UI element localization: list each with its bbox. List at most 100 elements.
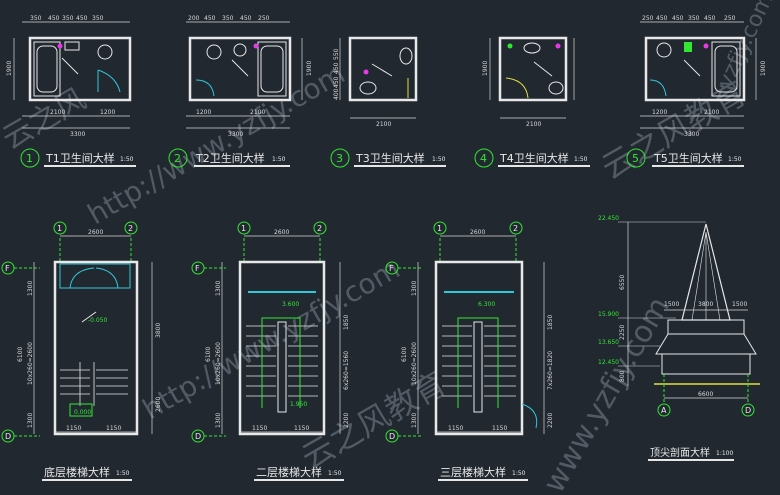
bathtub xyxy=(711,41,741,97)
top-dim-5: 450 xyxy=(704,15,716,22)
width-dim: 2600 xyxy=(470,229,485,236)
bathroom-walls xyxy=(348,36,418,102)
title-text: 二层楼梯大样 xyxy=(256,465,322,479)
axis-2-label: 2 xyxy=(317,224,322,233)
left-dim-1: 1300 xyxy=(215,281,222,296)
title-t1: 1 T1卫生间大样 1:50 xyxy=(20,148,136,168)
handrail xyxy=(473,321,483,413)
bathroom-walls xyxy=(28,36,132,102)
title-t4: 4 T4卫生间大样 1:50 xyxy=(474,148,590,168)
title-t2: 2 T2卫生间大样 1:50 xyxy=(168,148,290,168)
stair-walls xyxy=(53,260,139,436)
title-scale: 1:100 xyxy=(716,450,733,457)
right-dim-2: 6x260=1560 xyxy=(343,351,350,390)
toilet xyxy=(97,44,113,60)
watermark-url-a: http://www.yzfjy.com xyxy=(82,57,351,231)
title-text: T2卫生间大样 xyxy=(195,151,265,165)
left-dim-3: 1300 xyxy=(27,413,34,428)
number: 4 xyxy=(480,152,487,165)
height-dim: 6100 xyxy=(17,347,24,362)
left-dim-1: 1300 xyxy=(27,281,34,296)
axis-f-bubble xyxy=(385,261,399,275)
axis-1-bubble xyxy=(433,221,447,235)
slope-arrow xyxy=(371,63,393,77)
axis-a-bubble xyxy=(657,403,671,417)
top-dim-1: 200 xyxy=(188,15,200,22)
bathroom-walls xyxy=(188,36,292,102)
title-scale: 1:50 xyxy=(120,156,134,163)
level-3: 13.650 xyxy=(598,339,619,346)
stair-ground-labels: 1 2 F D 2600 6100 1300 10x260=2600 1300 … xyxy=(1,221,162,481)
spire-inner xyxy=(691,231,721,321)
bottom-dim-2: 1200 xyxy=(100,109,115,116)
pink-marker xyxy=(253,43,259,49)
toilet xyxy=(206,44,222,60)
height-3: 800 xyxy=(619,370,626,382)
door-swing xyxy=(195,79,215,97)
left-dim-2: 10x260=2600 xyxy=(27,342,34,385)
total-dim: 2100 xyxy=(376,121,391,128)
height-1: 6550 xyxy=(619,275,626,290)
bathtub-inner xyxy=(714,45,738,93)
total-dim: 3300 xyxy=(228,131,243,138)
axis-f-bubble xyxy=(191,261,205,275)
top-dim-1: 1500 xyxy=(664,301,679,308)
side-dim: 1900 xyxy=(6,61,13,76)
top-dim-3: 1500 xyxy=(732,301,747,308)
title-t3: 3 T3卫生间大样 1:50 xyxy=(330,148,446,168)
axis-d-bubble xyxy=(1,429,15,443)
axis-1-bubble xyxy=(53,221,67,235)
slope-arrow xyxy=(81,311,97,323)
bottom-level: 1.950 xyxy=(290,401,307,408)
title-t5: 5 T5卫生间大样 1:50 xyxy=(626,148,744,168)
bottom-level: 0.000 xyxy=(74,409,91,416)
pink-marker xyxy=(57,43,63,49)
title-scale: 1:50 xyxy=(574,156,588,163)
wall-section xyxy=(661,353,751,375)
top-dim-1: 350 xyxy=(30,15,42,22)
height-dim: 6100 xyxy=(401,347,408,362)
axis-d-label: D xyxy=(389,432,395,441)
right-dim-3: 2200 xyxy=(547,413,554,428)
right-dim-1: 1850 xyxy=(547,315,554,330)
number: 3 xyxy=(336,152,343,165)
left-dim-4: 400 xyxy=(333,88,340,100)
toilet xyxy=(656,42,672,58)
bathtub xyxy=(257,41,287,97)
floor-level: -0.050 xyxy=(88,317,108,324)
bathroom-titles: 1 T1卫生间大样 1:50 2 T2卫生间大样 1:50 3 T3卫生间大样 … xyxy=(20,148,744,168)
axis-1-label: 1 xyxy=(437,224,442,233)
toilet xyxy=(548,81,564,95)
title-scale: 1:50 xyxy=(328,470,342,477)
bathroom-t1-plan xyxy=(13,21,132,129)
top-dim-5: 350 xyxy=(92,15,104,22)
bathroom-walls xyxy=(498,36,568,102)
left-dim-2: 10x260=2600 xyxy=(411,342,418,385)
stair-treads xyxy=(246,325,318,397)
pink-marker xyxy=(555,43,561,49)
axis-2-label: 2 xyxy=(128,224,133,233)
landing-box xyxy=(69,403,93,417)
top-dim-2: 450 xyxy=(48,15,60,22)
right-dim-2: 7x260=1820 xyxy=(547,351,554,390)
number-circle xyxy=(626,148,646,168)
axis-f-label: F xyxy=(389,264,394,273)
stair-walls xyxy=(434,260,524,436)
top-dim-3: 450 xyxy=(672,15,684,22)
bottom-dim-2: 2100 xyxy=(250,109,265,116)
spire-base xyxy=(667,319,745,335)
axis-d-label: D xyxy=(195,432,201,441)
axis-d-bubble xyxy=(191,429,205,443)
number-circle xyxy=(168,148,188,168)
handrail xyxy=(277,321,287,413)
bottom-dim-1: 1200 xyxy=(196,109,211,116)
axis-f-label: F xyxy=(5,264,10,273)
stair-third-floor-plan xyxy=(398,235,545,437)
number-circle xyxy=(474,148,494,168)
green-marker xyxy=(507,43,513,49)
left-dim-1: 1300 xyxy=(411,281,418,296)
roof-spire-section xyxy=(618,221,760,404)
slope-arrow xyxy=(683,59,701,77)
level-2: 15.900 xyxy=(598,311,619,318)
stair-walls xyxy=(238,260,326,436)
